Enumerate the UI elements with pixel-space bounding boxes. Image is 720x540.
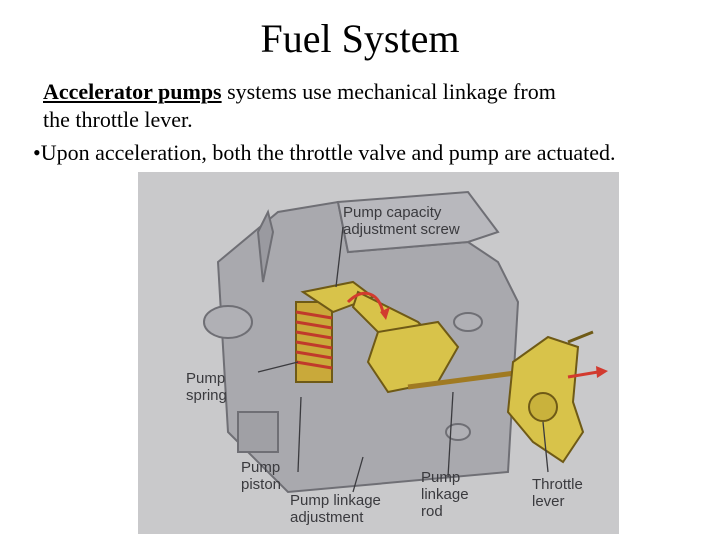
intro-paragraph: Accelerator pumps systems use mechanical… <box>43 78 556 134</box>
label-throttle-lever: Throttle lever <box>532 476 583 510</box>
intro-text-line2: the throttle lever. <box>43 107 193 132</box>
carburetor-illustration <box>203 190 608 494</box>
slide-title: Fuel System <box>260 16 460 61</box>
label-pump-capacity-adjustment-screw: Pump capacity adjustment screw <box>343 204 460 238</box>
label-pump-piston: Pump piston <box>241 459 282 493</box>
bullet-marker: • <box>33 140 41 165</box>
bullet-point: •Upon acceleration, both the throttle va… <box>33 139 616 167</box>
intro-bold-term: Accelerator pumps <box>43 79 222 104</box>
intro-text-line1: systems use mechanical linkage from <box>221 79 556 104</box>
label-pump-spring: Pump spring <box>186 370 227 404</box>
label-pump-linkage-adjustment: Pump linkage adjustment <box>290 492 381 526</box>
bullet-text: Upon acceleration, both the throttle val… <box>40 140 616 165</box>
label-pump-linkage-rod: Pump linkage rod <box>421 469 469 520</box>
carburetor-diagram-photo: Pump capacity adjustment screw Pump spri… <box>138 172 619 534</box>
